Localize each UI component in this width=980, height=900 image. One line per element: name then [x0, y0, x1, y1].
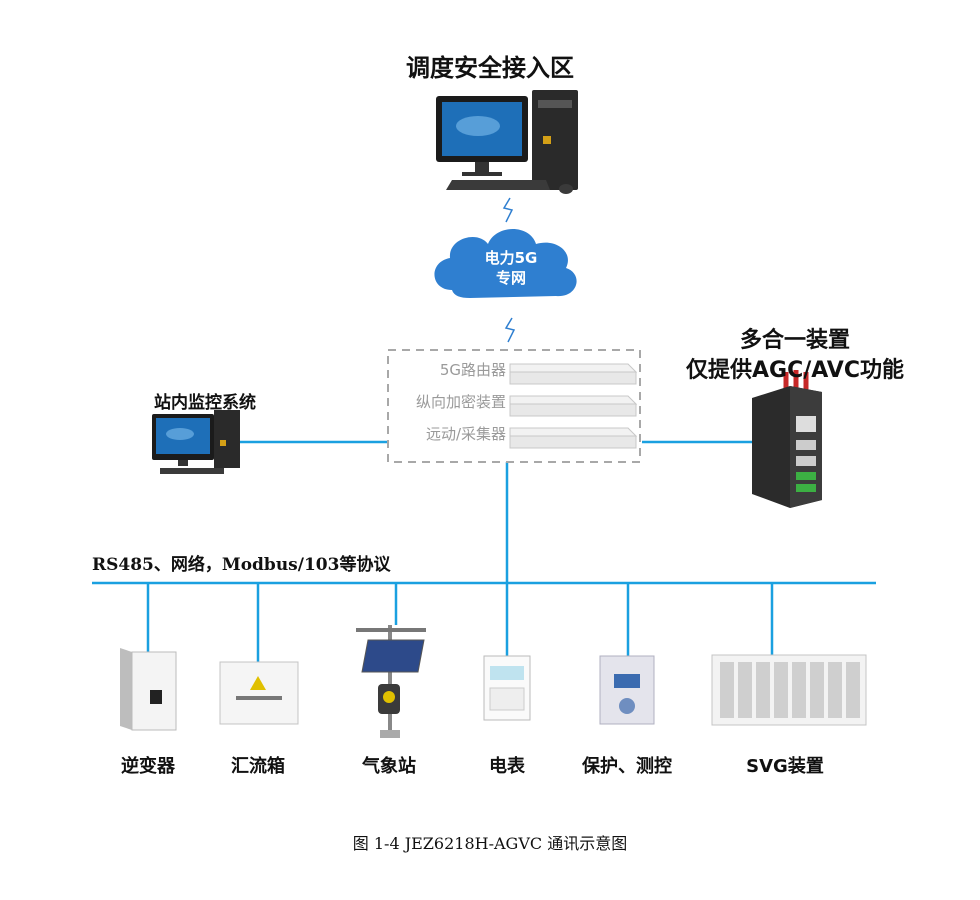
meter-label: 电表 — [489, 756, 525, 777]
rtu-label: 远动/采集器 — [425, 425, 506, 443]
bus-protocol-label: RS485、网络，Modbus/103等协议 — [92, 555, 391, 575]
router-label: 5G路由器 — [439, 361, 506, 379]
station-monitor-computer-icon — [152, 410, 240, 474]
cloud-label: 电力5G 专网 — [446, 248, 576, 288]
encryption-device-label: 纵向加密装置 — [415, 393, 506, 411]
inverter-label: 逆变器 — [121, 756, 175, 777]
station-monitor-label: 站内监控系统 — [154, 393, 256, 413]
electric-meter-icon — [483, 655, 531, 721]
all-in-one-device-icon — [752, 370, 822, 508]
encryption-device-icon — [509, 395, 638, 417]
power-5g-cloud-icon — [434, 229, 577, 298]
connection-lines — [92, 440, 876, 662]
secure-zone-box — [387, 349, 641, 463]
weather-station-icon — [356, 625, 426, 738]
dispatch-zone-title: 调度安全接入区 — [406, 54, 574, 82]
protection-label: 保护、测控 — [582, 756, 672, 777]
svg-cabinet-icon — [711, 654, 867, 726]
combiner-label: 汇流箱 — [231, 756, 285, 777]
combiner-box-icon — [219, 661, 299, 725]
cloud-label-line1: 电力5G — [484, 249, 538, 267]
svg-device-label: SVG装置 — [746, 756, 824, 777]
all-in-one-title: 多合一装置 仅提供AGC/AVC功能 — [640, 326, 950, 386]
weather-station-label: 气象站 — [362, 756, 416, 777]
all-in-one-title-line2: 仅提供AGC/AVC功能 — [686, 358, 904, 383]
inverter-icon — [120, 648, 177, 731]
rtu-device-icon — [509, 427, 638, 449]
wireless-link-bottom — [504, 317, 516, 343]
wireless-link-top — [502, 197, 514, 223]
router-device-icon — [509, 363, 638, 385]
all-in-one-title-line1: 多合一装置 — [739, 328, 850, 353]
wireless-links — [502, 197, 516, 343]
cloud-label-line2: 专网 — [495, 269, 526, 287]
dispatch-computer-icon — [436, 90, 578, 194]
protection-device-icon — [599, 655, 655, 725]
figure-caption: 图 1-4 JEZ6218H-AGVC 通讯示意图 — [352, 834, 628, 853]
